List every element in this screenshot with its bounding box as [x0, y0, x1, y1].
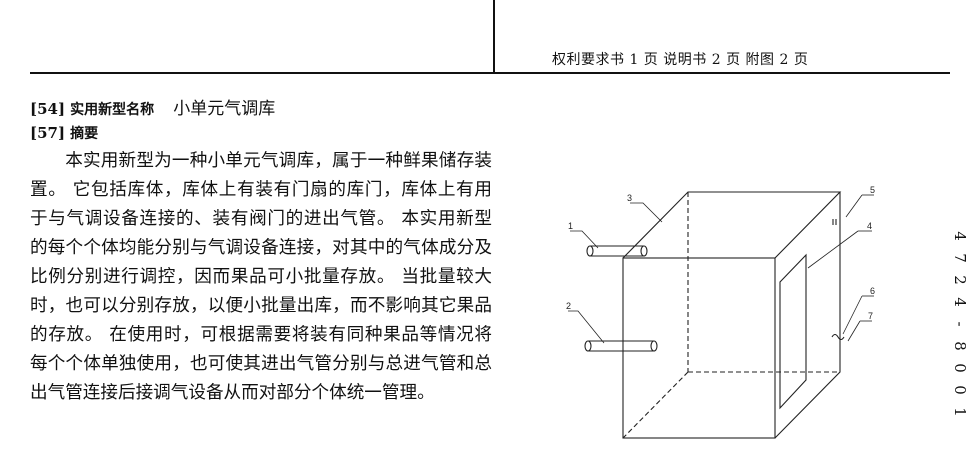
label-1: 1 — [568, 221, 573, 231]
header-horizontal-rule — [30, 72, 950, 74]
label-6: 6 — [870, 286, 875, 296]
application-number-vertical: 4 7 2 4 - 8 0 0 1 — [950, 225, 970, 423]
upper-air-pipe — [586, 245, 648, 257]
abstract-heading: [57] 摘要 — [30, 123, 98, 143]
label-7: 7 — [868, 311, 873, 321]
right-face — [774, 192, 841, 439]
side-digit: 4 — [951, 297, 969, 307]
side-digit: 4 — [951, 231, 969, 241]
abstract-code: [57] — [30, 124, 66, 142]
figure-labels: 3 1 2 5 4 6 7 — [566, 185, 875, 321]
box-outline — [568, 191, 874, 439]
side-digit: 8 — [951, 341, 969, 351]
side-digit: 7 — [951, 253, 969, 263]
side-digit: 1 — [951, 407, 969, 417]
leader-lines — [568, 194, 874, 344]
side-digit: - — [951, 321, 969, 327]
side-digit: 2 — [951, 275, 969, 285]
abstract-label: 摘要 — [70, 126, 99, 142]
title-code: [54] — [30, 100, 66, 118]
title-value: 小单元气调库 — [173, 99, 276, 119]
label-5: 5 — [870, 185, 875, 195]
title-field: [54] 实用新型名称 小单元气调库 — [30, 94, 275, 119]
front-face — [622, 257, 776, 439]
page-count-info: 权利要求书 1 页 说明书 2 页 附图 2 页 — [552, 52, 809, 68]
label-2: 2 — [566, 301, 571, 311]
side-digit: 0 — [951, 385, 969, 395]
side-digit: 0 — [951, 363, 969, 373]
valve-lower — [831, 333, 845, 341]
header-vertical-rule — [493, 0, 495, 74]
lower-air-pipe — [584, 340, 658, 352]
label-4: 4 — [867, 221, 872, 231]
top-face — [622, 191, 842, 259]
abstract-text: 本实用新型为一种小单元气调库，属于一种鲜果储存装置。 它包括库体，库体上有装有门… — [30, 151, 492, 403]
label-3: 3 — [627, 193, 632, 203]
title-label: 实用新型名称 — [70, 102, 155, 118]
patent-figure: 3 1 2 5 4 6 7 — [560, 170, 890, 455]
hidden-edges — [622, 192, 840, 439]
door-panel — [779, 253, 807, 410]
valve-upper — [832, 219, 837, 225]
storage-box-drawing: 3 1 2 5 4 6 7 — [566, 185, 875, 439]
